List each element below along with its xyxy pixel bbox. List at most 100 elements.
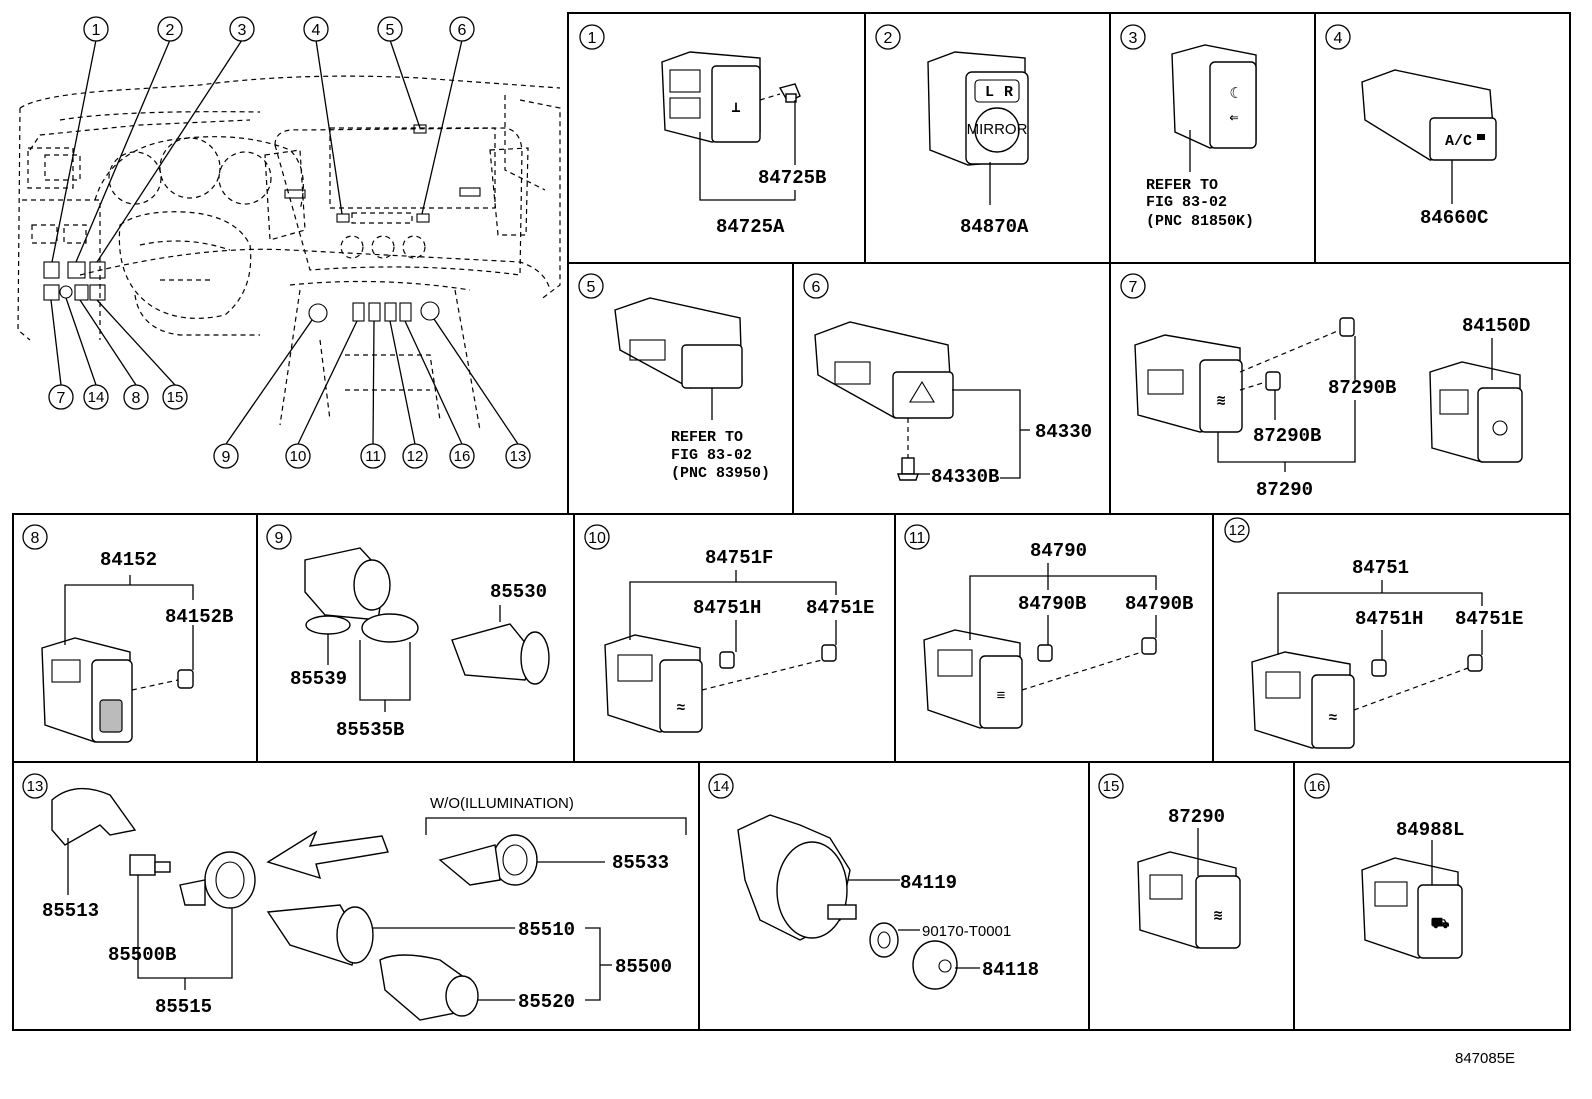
socket-85530: [451, 623, 550, 685]
bulb-84790B-b: [1141, 637, 1157, 655]
bulb-84152B: [177, 669, 194, 689]
label-84751E: 84751E: [1455, 608, 1523, 630]
without-illumination-note: W/O(ILLUMINATION): [430, 795, 574, 812]
label-85530: 85530: [490, 581, 547, 603]
switch-87290: ≋: [1134, 334, 1243, 433]
label-85535B: 85535B: [336, 719, 404, 741]
svg-text:16: 16: [1309, 778, 1326, 795]
cell-11: 11 ≡ 84790 84790B 84790B: [904, 524, 1193, 729]
svg-text:15: 15: [167, 389, 184, 406]
svg-text:8: 8: [31, 530, 40, 547]
svg-text:10: 10: [588, 530, 606, 547]
label-84751H: 84751H: [693, 597, 761, 619]
callout-10: 10: [285, 443, 311, 469]
switch-87290: ≋: [1137, 851, 1241, 949]
label-84790B-right: 84790B: [1125, 593, 1193, 615]
svg-text:13: 13: [27, 778, 44, 795]
svg-text:≋: ≋: [1216, 393, 1225, 410]
svg-text:8: 8: [132, 390, 141, 407]
bulb-87290B-a: [1265, 371, 1281, 391]
label-85513: 85513: [42, 900, 99, 922]
svg-text:L: L: [985, 84, 994, 101]
label-85500: 85500: [615, 956, 672, 978]
bulb-84790B-a: [1037, 644, 1053, 662]
switch-84790: ≡: [923, 629, 1023, 729]
callout-2: 2: [157, 16, 183, 42]
svg-text:16: 16: [454, 448, 471, 465]
callout-9: 9: [213, 443, 239, 469]
callout-14: 14: [83, 384, 109, 410]
label-84152B: 84152B: [165, 606, 233, 628]
cell-13: 13 W/O(ILLUMINATION) 85513 85500B 85515 …: [22, 773, 687, 1021]
cell-3: 3 ☾ ⇐ REFER TO FIG 83-02 (PNC 81850K): [1120, 24, 1257, 230]
switch-81850K: ☾ ⇐: [1171, 44, 1257, 149]
rheostat-84119: [737, 814, 857, 941]
switch-84751F: ≈: [604, 634, 703, 733]
svg-text:10: 10: [290, 448, 307, 465]
figure-id: 847085E: [1455, 1050, 1515, 1067]
svg-text:5: 5: [587, 279, 596, 296]
cell-5: 5 REFER TO FIG 83-02 (PNC 83950): [578, 273, 770, 482]
mirror-switch-84870A: L R MIRROR: [927, 51, 1029, 166]
svg-text:15: 15: [1103, 778, 1120, 795]
label-87290: 87290: [1168, 806, 1225, 828]
nut-90170-T0001: [869, 922, 899, 958]
refer-line-2: FIG 83-02: [671, 447, 752, 464]
svg-text:1: 1: [588, 30, 597, 47]
bulb-84751H: [1371, 659, 1387, 677]
bulb-84330B: [897, 457, 919, 481]
bulb-87290B-b: [1339, 317, 1355, 337]
svg-text:14: 14: [713, 778, 730, 795]
svg-text:≈: ≈: [1328, 710, 1337, 727]
refer-line-1: REFER TO: [1146, 177, 1218, 194]
ring-85515: [179, 851, 256, 909]
label-84751: 84751: [1352, 557, 1409, 579]
hazard-switch-84330: [814, 321, 954, 419]
svg-text:3: 3: [238, 22, 247, 39]
label-85520: 85520: [518, 991, 575, 1013]
svg-text:5: 5: [386, 22, 395, 39]
label-84330: 84330: [1035, 421, 1092, 443]
cell-1: 1 ⊥ 84725B 84725A: [579, 24, 826, 238]
label-84330B: 84330B: [931, 466, 999, 488]
svg-text:9: 9: [275, 530, 284, 547]
svg-text:6: 6: [812, 279, 821, 296]
label-84118: 84118: [982, 959, 1039, 981]
label-87290B-left: 87290B: [1253, 425, 1321, 447]
bulb-85500B: [129, 854, 171, 876]
callout-13: 13: [505, 443, 531, 469]
callout-4: 4: [303, 16, 329, 42]
svg-text:☾: ☾: [1229, 86, 1238, 103]
svg-text:13: 13: [510, 448, 527, 465]
label-90170-T0001: 90170-T0001: [922, 923, 1011, 940]
svg-text:3: 3: [1129, 30, 1138, 47]
svg-text:12: 12: [1229, 522, 1246, 539]
svg-text:≋: ≋: [1213, 908, 1222, 925]
svg-text:7: 7: [1129, 279, 1138, 296]
svg-text:2: 2: [884, 30, 893, 47]
label-84790B-left: 84790B: [1018, 593, 1086, 615]
switch-84751: ≈: [1251, 651, 1355, 749]
svg-text:⊥: ⊥: [731, 100, 740, 117]
callout-7: 7: [48, 384, 74, 410]
label-87290B-right: 87290B: [1328, 377, 1396, 399]
svg-text:⛟: ⛟: [1431, 916, 1450, 933]
label-84751F: 84751F: [705, 547, 773, 569]
svg-text:4: 4: [1334, 30, 1343, 47]
clip-84725B: [778, 83, 801, 103]
cell-16: 16 ⛟ 84988L: [1304, 773, 1464, 959]
svg-text:7: 7: [57, 390, 66, 407]
label-87290: 87290: [1256, 479, 1313, 501]
svg-text:14: 14: [88, 389, 105, 406]
label-84150D: 84150D: [1462, 315, 1530, 337]
svg-text:6: 6: [458, 22, 467, 39]
dimmer-switch-84152: [41, 637, 133, 743]
refer-line-3: (PNC 81850K): [1146, 213, 1254, 230]
cell-15: 15 ≋ 87290: [1098, 773, 1241, 949]
cell-10: 10 ≈ 84751F 84751H 84751E: [584, 524, 874, 733]
knob-84118: [912, 940, 958, 990]
callout-8: 8: [123, 384, 149, 410]
svg-text:≈: ≈: [676, 700, 685, 717]
svg-text:4: 4: [312, 22, 321, 39]
